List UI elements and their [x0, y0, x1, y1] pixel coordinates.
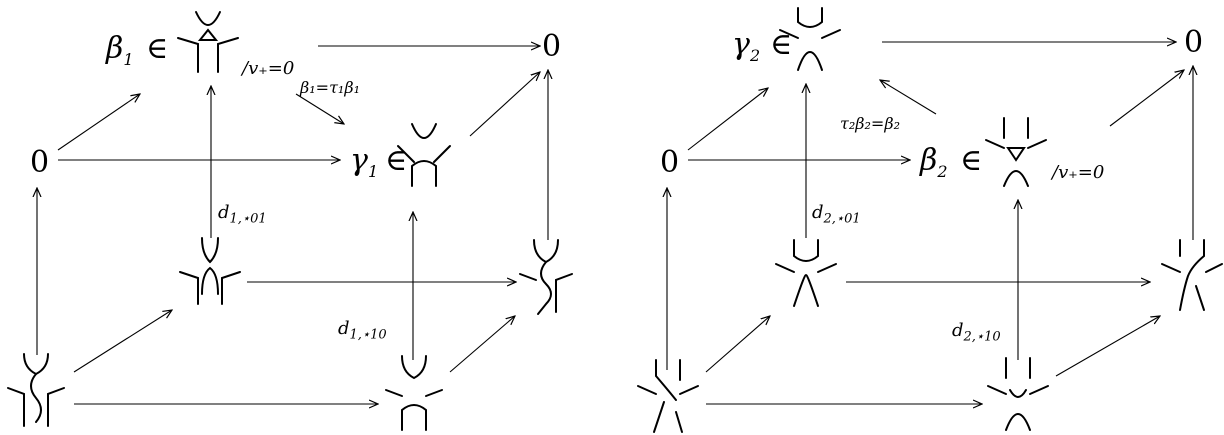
gamma-subscript: 2 [749, 46, 761, 65]
beta-subscript: 1 [123, 50, 134, 69]
beta-1-symbol: β1 [106, 34, 134, 68]
smoothing-icon [985, 117, 1047, 187]
edge-equation-label: β₁=τ₁β₁ [300, 78, 360, 97]
smoothing-icon [775, 239, 837, 307]
left-smoothing-glyphs [7, 11, 573, 431]
element-of-symbol: ∈ [960, 143, 983, 178]
quotient-label: /v₊=0 [242, 58, 295, 79]
smoothing-icon [177, 11, 239, 73]
gamma-subscript: 1 [367, 162, 379, 181]
smoothing-icon [385, 355, 443, 431]
arrow-beta-eq [295, 93, 344, 124]
arrow-zero-to-gamma [687, 88, 768, 151]
differential-label: d1,⋆10 [338, 320, 387, 342]
gamma-label: γ [350, 143, 368, 178]
smoothing-icon [987, 357, 1049, 431]
d-subscript: 1,⋆10 [349, 327, 387, 343]
beta-2-symbol: β2 [920, 146, 948, 180]
left-cube [37, 46, 548, 404]
zero-mid-left: 0 [660, 145, 680, 180]
d-subscript: 2,⋆01 [823, 211, 861, 227]
arrow-zero-to-beta [57, 94, 140, 151]
gamma-label: γ [732, 27, 750, 62]
zero-mid-left: 0 [30, 145, 50, 180]
d-symbol: d [338, 318, 350, 339]
differential-label: d2,⋆01 [812, 204, 861, 226]
edge-equation-label: τ₂β₂=β₂ [840, 114, 900, 133]
smoothing-icon [779, 7, 841, 71]
d-symbol: d [218, 202, 230, 223]
zero-top-right: 0 [1184, 25, 1204, 60]
arrow-beta-to-zero [1109, 70, 1184, 127]
smoothing-icon [1161, 239, 1223, 311]
smoothing-icon [397, 123, 451, 187]
right-smoothing-glyphs [637, 7, 1223, 433]
arrow-gamma-to-zero [469, 72, 540, 137]
element-of-symbol: ∈ [146, 31, 169, 66]
differential-label: d1,⋆01 [218, 204, 267, 226]
smoothing-icon [637, 359, 699, 433]
arrow-bottom-diag-right [1055, 316, 1160, 377]
right-cube [667, 42, 1193, 404]
quotient-label: /v₊=0 [1052, 162, 1105, 183]
d-symbol: d [952, 320, 964, 341]
d-subscript: 2,⋆10 [963, 329, 1001, 345]
d-symbol: d [812, 202, 824, 223]
element-of-symbol: ∈ [385, 143, 408, 178]
zero-top-right: 0 [542, 29, 562, 64]
gamma-2-symbol: γ2 [732, 30, 760, 64]
arrow-bottom-diag-left [73, 310, 172, 373]
beta-subscript: 2 [937, 162, 948, 181]
element-of-symbol: ∈ [770, 27, 793, 62]
beta-label: β [920, 143, 938, 178]
differential-label: d2,⋆10 [952, 322, 1001, 344]
arrow-beta-eq [880, 80, 937, 115]
smoothing-icon [519, 239, 573, 315]
beta-label: β [106, 31, 124, 66]
arrow-bottom-diag-left [705, 316, 770, 373]
smoothing-icon [179, 237, 241, 305]
arrow-bottom-diag-right [449, 316, 515, 373]
smoothing-icon [7, 353, 65, 427]
gamma-1-symbol: γ1 [350, 146, 378, 180]
d-subscript: 1,⋆01 [229, 211, 267, 227]
